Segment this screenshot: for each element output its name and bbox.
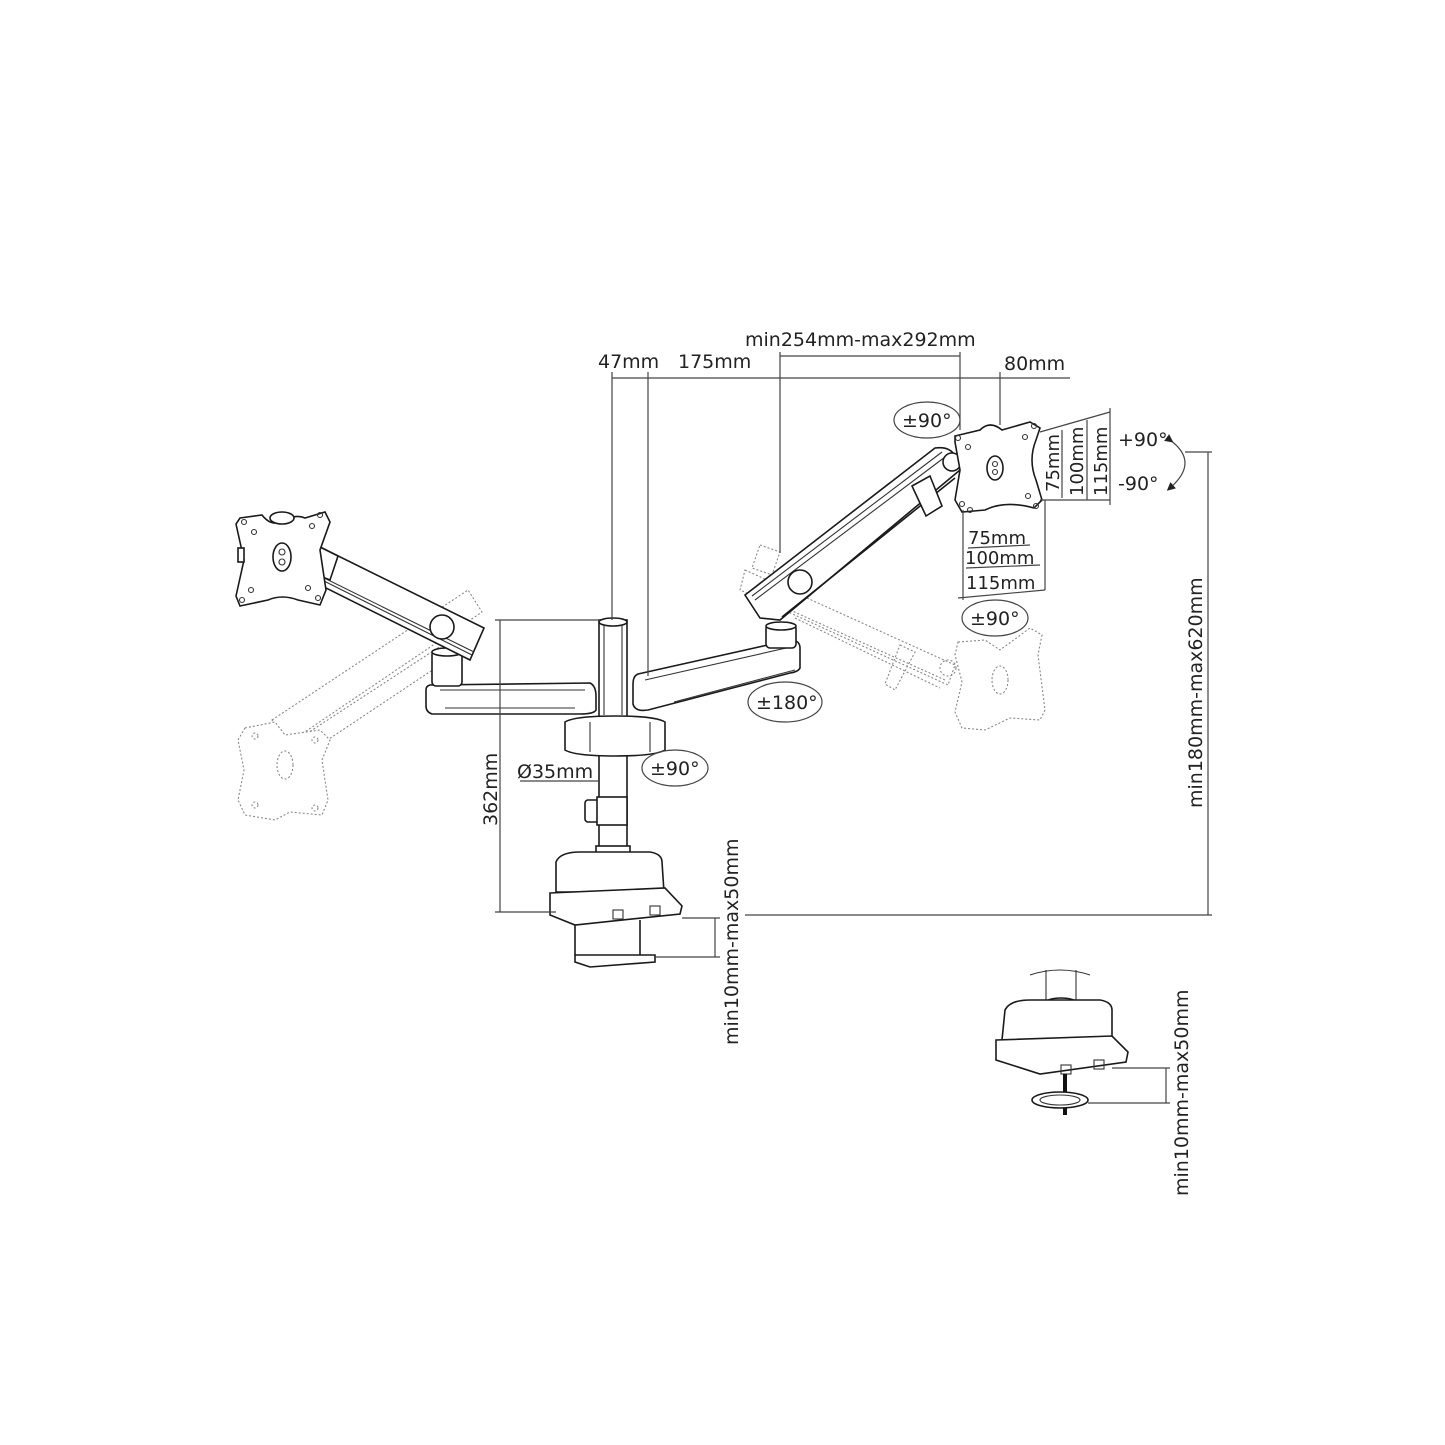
dim-arm-segment: 175mm <box>678 351 751 373</box>
rot-tilt-down: -90° <box>1118 473 1159 495</box>
vesa-v-75: 75mm <box>1043 434 1064 492</box>
grommet-mount <box>995 969 1129 1115</box>
rot-head-swivel-bottom: ±90° <box>970 608 1020 630</box>
dimension-lines <box>495 352 1212 1104</box>
dim-head-offset: 80mm <box>1004 353 1065 375</box>
ghost-right-arm <box>739 544 1046 731</box>
dim-top-span: min254mm-max292mm <box>745 329 976 351</box>
rot-pole-swivel: ±90° <box>650 758 700 780</box>
dim-pole-height: 362mm <box>480 753 502 826</box>
rot-arm-swivel: ±180° <box>756 692 818 714</box>
right-lower-arm <box>632 639 801 712</box>
rotation-markers <box>641 401 1186 787</box>
pole-collar <box>584 796 628 826</box>
vesa-h-100: 100mm <box>965 548 1034 569</box>
ghost-left-vesa-plate <box>237 721 331 821</box>
dim-clamp-range: min10mm-max50mm <box>721 839 743 1045</box>
arm-hub <box>564 715 666 757</box>
rot-tilt-up: +90° <box>1118 429 1168 451</box>
vesa-v-100: 100mm <box>1067 427 1088 496</box>
left-vesa-plate <box>235 511 331 607</box>
left-lower-arm <box>425 682 597 715</box>
right-vesa-plate <box>954 421 1043 514</box>
left-elbow <box>431 647 463 687</box>
ghost-right-vesa-plate <box>939 627 1046 731</box>
desk-clamp <box>549 845 683 968</box>
left-upper-arm <box>309 544 486 662</box>
dim-height-range: min180mm-max620mm <box>1185 577 1207 808</box>
vesa-h-75: 75mm <box>968 528 1026 549</box>
dim-pole-offset: 47mm <box>598 351 659 373</box>
ghost-left-arm <box>237 589 483 821</box>
vesa-v-115: 115mm <box>1091 427 1112 496</box>
vesa-h-115: 115mm <box>966 573 1035 594</box>
rot-head-tilt-top: ±90° <box>902 410 952 432</box>
dim-pole-diameter: Ø35mm <box>517 761 593 783</box>
dim-grommet-range: min10mm-max50mm <box>1171 990 1193 1196</box>
right-elbow <box>765 621 797 649</box>
right-upper-arm <box>743 446 962 621</box>
